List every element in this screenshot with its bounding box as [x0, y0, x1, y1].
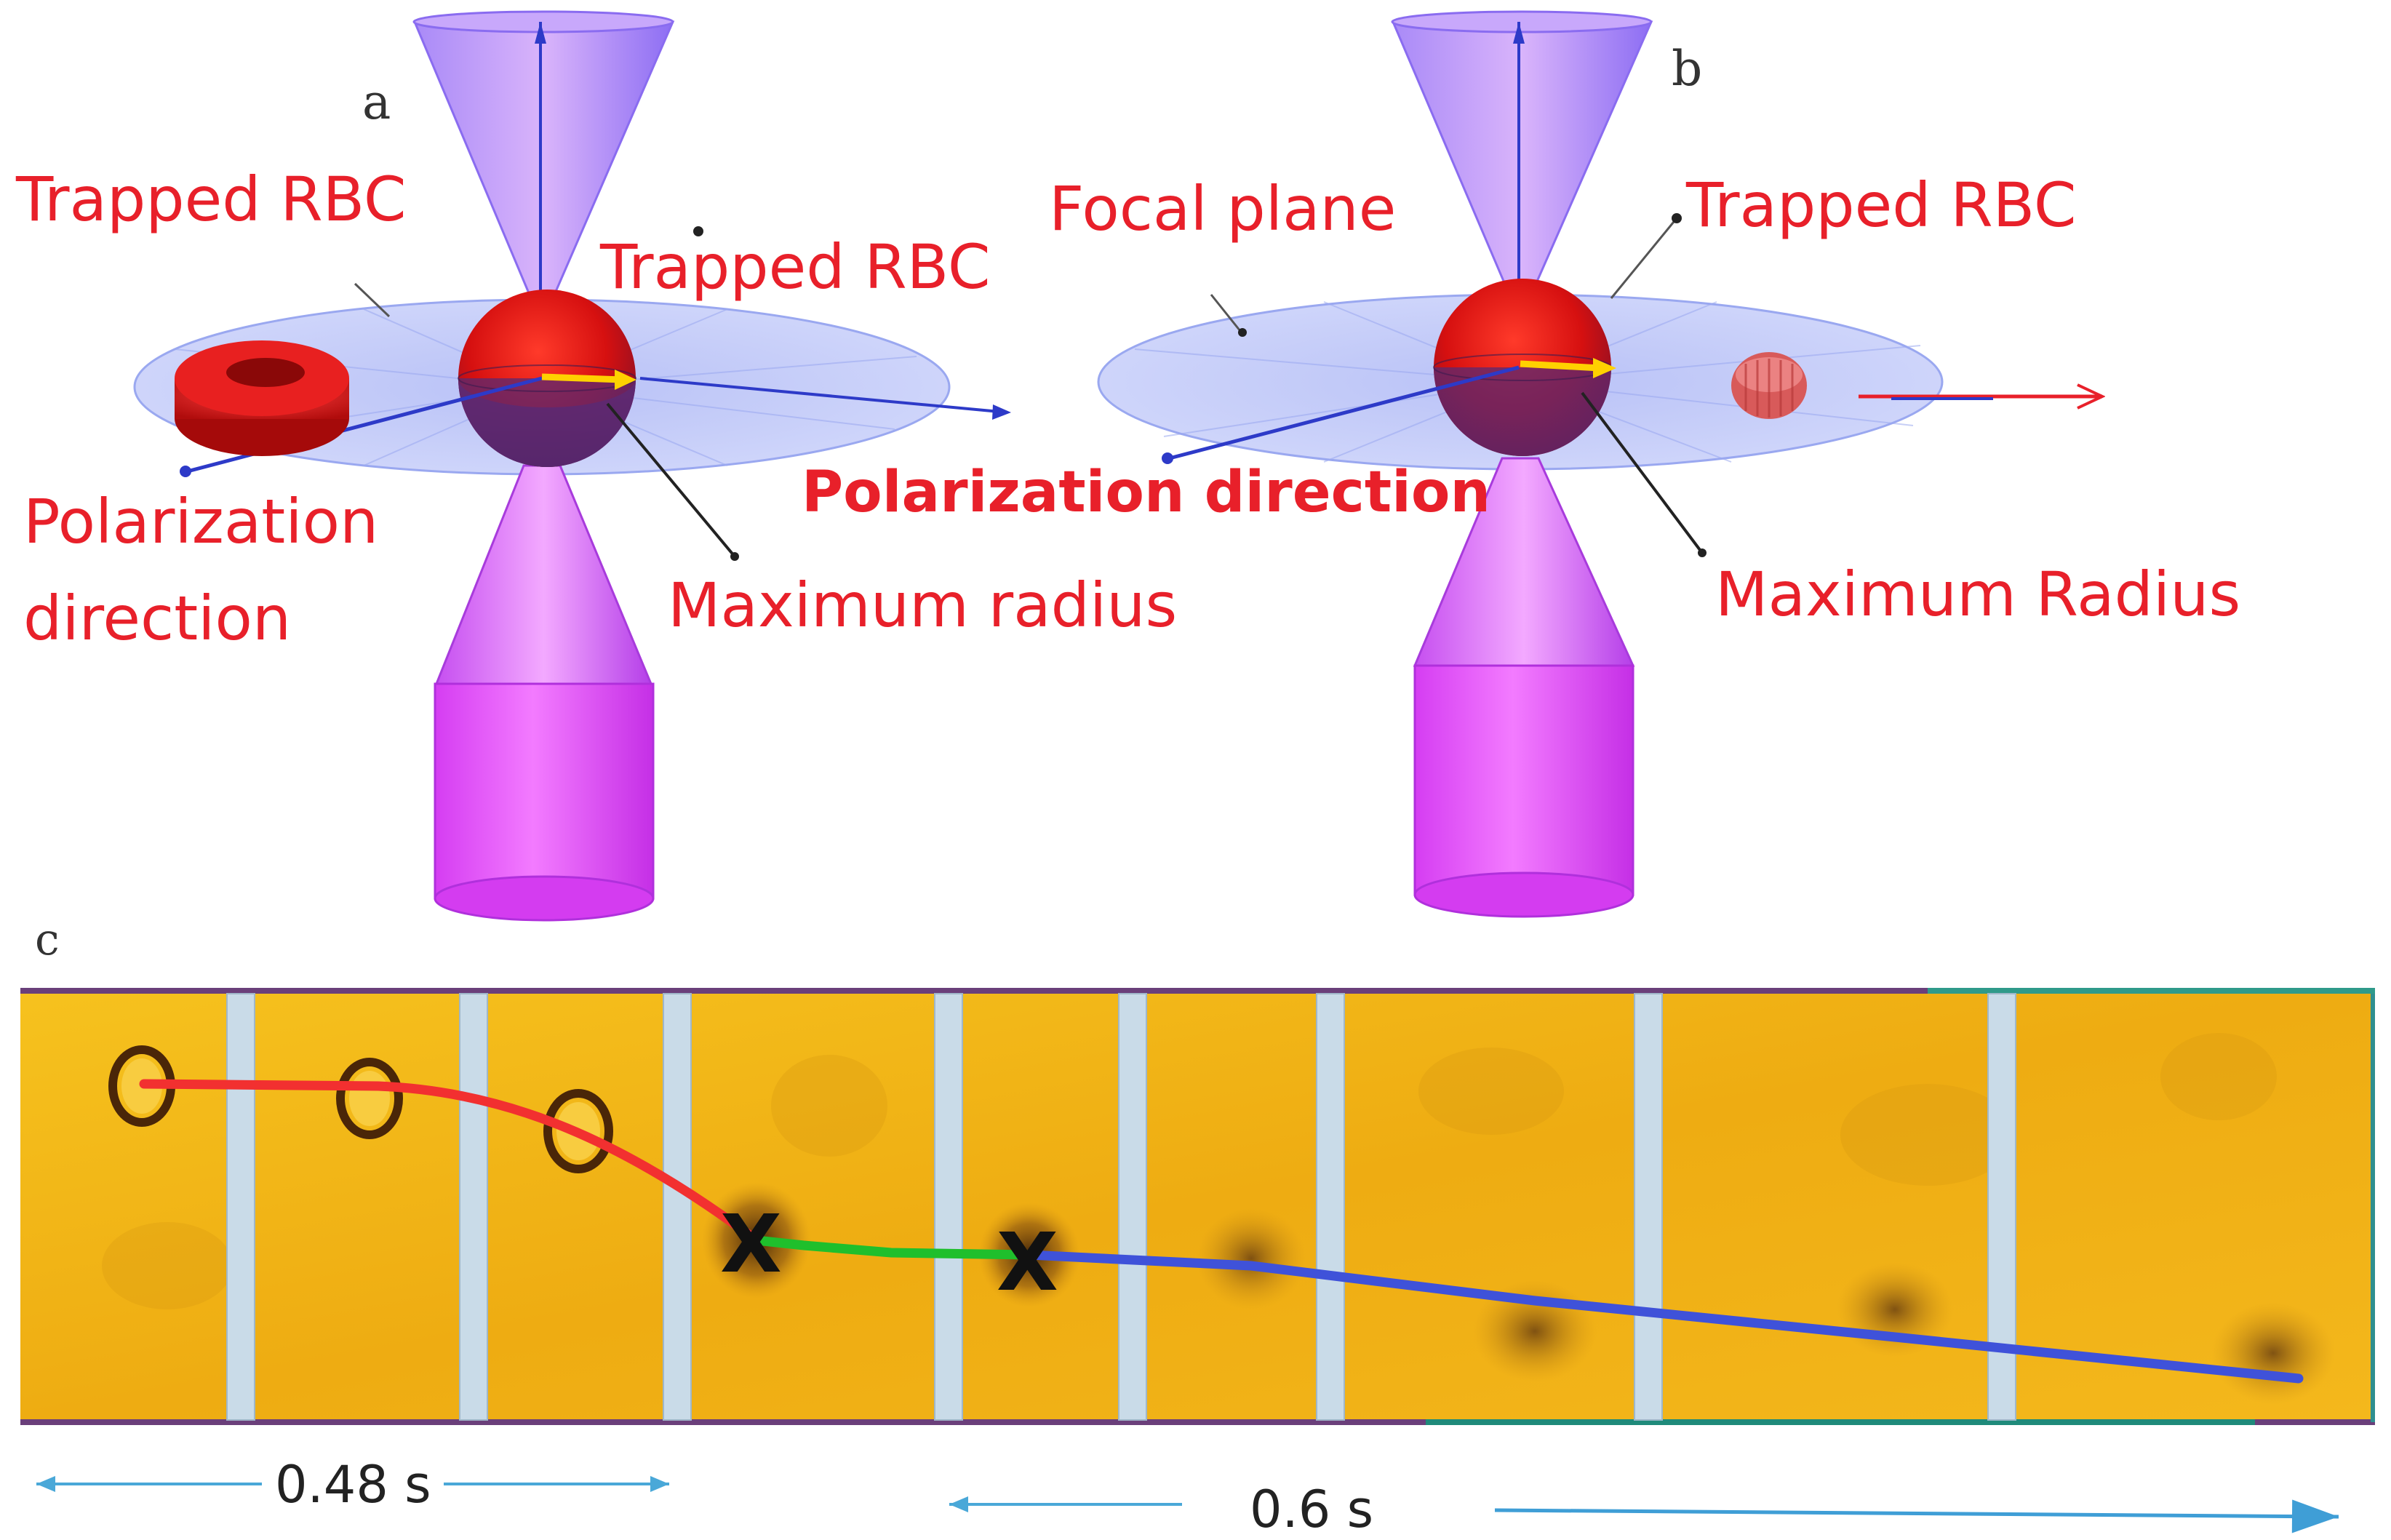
leader-max-radius-b: [1581, 391, 1704, 554]
leader-max-radius-a-dot: [730, 552, 739, 561]
panel-b: [1097, 10, 2102, 918]
trajectory-green: [751, 1235, 1034, 1260]
label-max-radius-a: Maximum radius: [668, 570, 1178, 641]
polarization-axis-a: [181, 376, 543, 475]
label-trapped-rbc-b: Trapped RBC: [1686, 169, 2077, 241]
panel-c-letter: c: [35, 914, 60, 965]
leader-trapped-rbc-left: [354, 282, 391, 318]
marker-x-2: X: [997, 1216, 1058, 1309]
radius-arrow-a-head: [615, 370, 636, 390]
label-focal-plane: Focal plane: [1049, 173, 1397, 244]
beam-cone-lower-a: [434, 464, 653, 685]
objective-cylinder-a-bottom: [434, 875, 655, 922]
label-trapped-rbc-left: Trapped RBC: [16, 164, 407, 235]
label-polarization-line1: Polarization: [23, 486, 379, 557]
trapped-rbc-sphere-b: [1433, 279, 1612, 456]
time-label-second: 0.6 s: [1250, 1480, 1374, 1539]
polarization-axis-a-end: [180, 466, 191, 477]
axis-a-right: [639, 377, 1008, 414]
objective-cylinder-a: [434, 682, 655, 900]
beam-cone-upper-a-rim: [412, 10, 674, 33]
polarization-axis-b: [1163, 365, 1520, 462]
leader-trapped-rbc-b: [1610, 218, 1678, 299]
leader-trapped-rbc-b-dot: [1672, 213, 1682, 223]
radius-arrow-a: [541, 373, 623, 383]
leader-focal-plane: [1210, 294, 1242, 332]
leader-max-radius-b-dot: [1698, 548, 1707, 557]
frame-texture: [102, 1033, 2277, 1309]
time-label-first: 0.48 s: [275, 1455, 431, 1515]
frame-separators: [226, 993, 2016, 1421]
leader-trapped-rbc-center-dot: [693, 226, 703, 236]
label-polarization-line2: direction: [23, 583, 292, 654]
beam-cone-upper-b: [1391, 20, 1653, 296]
rbc-ring-2: [336, 1058, 403, 1139]
panel-a: [133, 10, 1011, 922]
time-arrow-1-gap: [262, 1462, 444, 1506]
leader-focal-plane-dot: [1238, 328, 1247, 337]
spherocyte-rbc-b: [1731, 352, 1807, 419]
radius-arrow-b: [1520, 360, 1601, 372]
rbc-blob-6: [1197, 1208, 1306, 1309]
discocyte-rbc-a: [175, 340, 349, 456]
beam-cone-upper-b-rim: [1391, 10, 1653, 33]
leader-max-radius-a: [606, 402, 736, 558]
rbc-blob-9: [2211, 1302, 2335, 1404]
panel-a-letter: a: [362, 74, 391, 130]
label-max-radius-b: Maximum Radius: [1715, 559, 2241, 630]
marker-x-1: X: [720, 1197, 782, 1290]
objective-cylinder-b: [1413, 664, 1634, 896]
axis-a-right-head: [992, 404, 1011, 420]
panel-c: [20, 988, 2375, 1533]
optical-axis-a-head: [535, 22, 546, 44]
frame-strip: [20, 988, 2375, 1424]
panel-b-letter: b: [1672, 41, 1703, 97]
optical-axis-b-head: [1513, 22, 1525, 44]
objective-cylinder-b-bottom: [1413, 871, 1634, 918]
trajectory-blue: [1024, 1250, 2304, 1384]
polarization-axis-b-end: [1162, 452, 1173, 464]
trajectory-red: [139, 1079, 762, 1245]
radius-arrow-b-head: [1593, 358, 1616, 378]
label-polarization-direction-b: Polarization direction: [802, 460, 1490, 525]
label-trapped-rbc-center: Trapped RBC: [600, 231, 991, 303]
time-arrow-2-right: [1494, 1499, 2339, 1533]
